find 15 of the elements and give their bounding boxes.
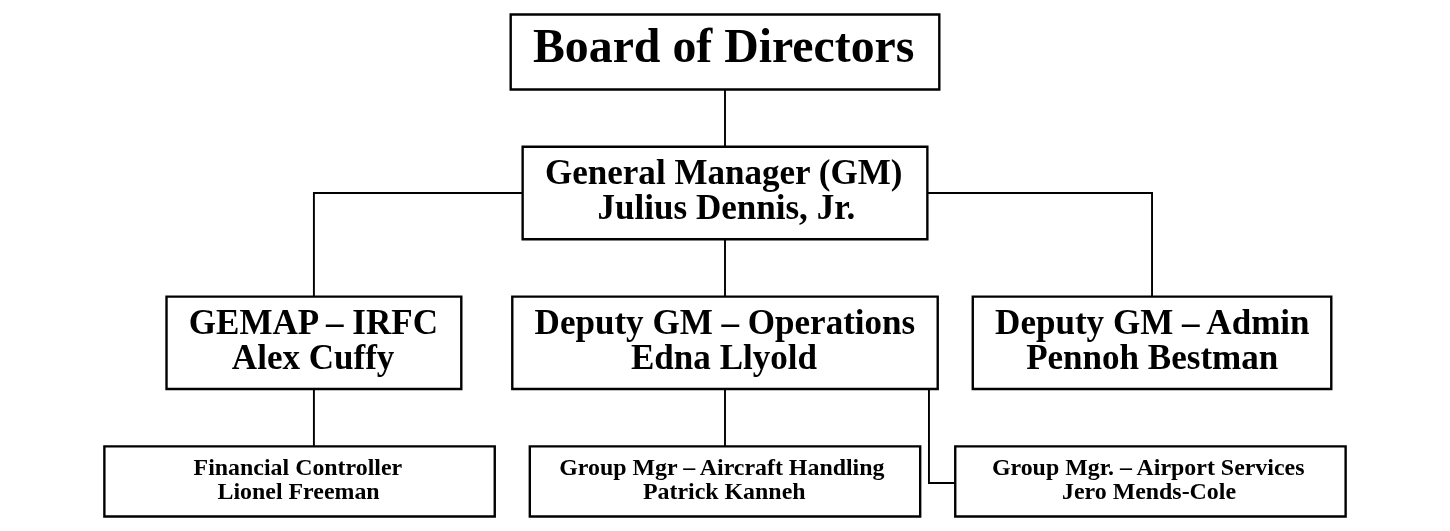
node-box: GEMAP – IRFC Alex Cuffy	[165, 295, 463, 391]
node-box: General Manager (GM) Julius Dennis, Jr.	[521, 145, 929, 241]
connector	[724, 388, 726, 447]
connector	[724, 238, 726, 298]
connector	[724, 88, 726, 148]
node-box: Group Mgr – Aircraft Handling Patrick Kanneh	[528, 445, 922, 518]
node-box: Group Mgr. – Airport Services Jero Mends-Cole	[954, 445, 1347, 518]
connector	[312, 388, 315, 447]
node-box: Financial Controller Lionel Freeman	[103, 445, 496, 518]
connector	[312, 192, 524, 298]
node-box: Deputy GM – Operations Edna Llyold	[511, 295, 939, 391]
connector	[926, 192, 1153, 298]
node-box: Board of Directors	[509, 13, 941, 91]
connector	[928, 388, 957, 484]
node-box: Deputy GM – Admin Pennoh Bestman	[971, 295, 1333, 391]
